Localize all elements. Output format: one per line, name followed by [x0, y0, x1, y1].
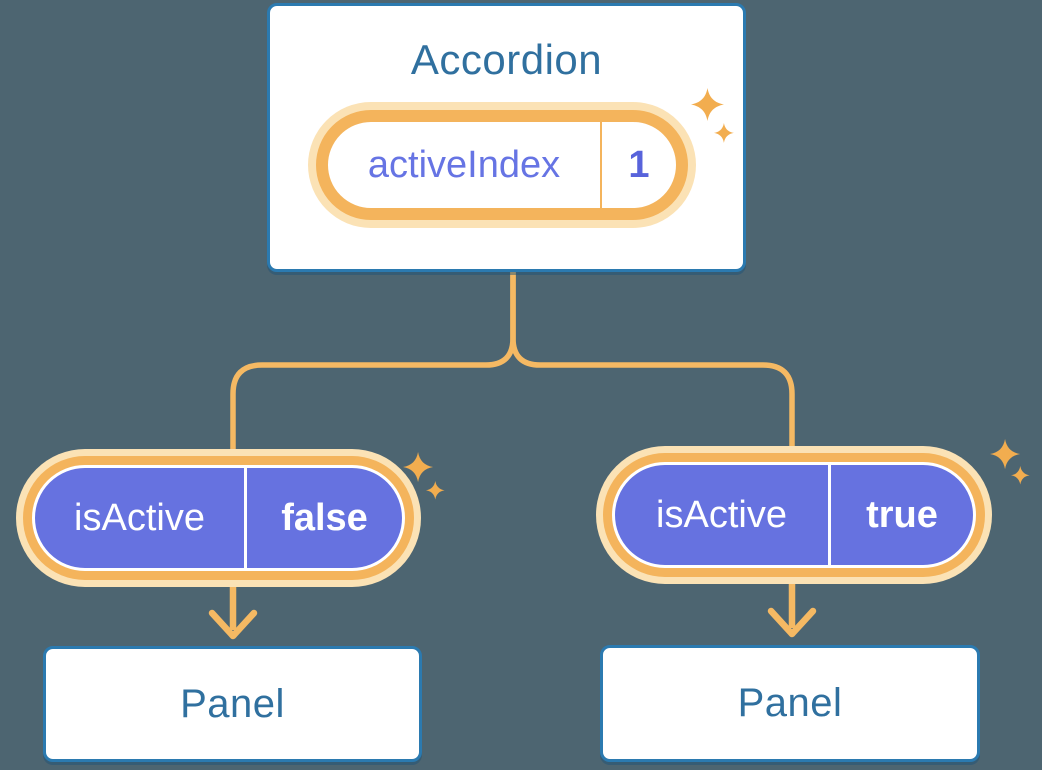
- panel-card-right: Panel: [600, 645, 980, 762]
- arrow-head-left: [208, 609, 258, 640]
- pill-divider: [244, 468, 247, 568]
- branch-line-right: [510, 270, 795, 466]
- sparkle-icon: [990, 439, 1030, 485]
- accordion-title: Accordion: [410, 36, 603, 83]
- pill-divider: [600, 122, 602, 208]
- arrow-head-right: [767, 607, 817, 638]
- prop-name-label: isActive: [74, 496, 205, 539]
- branch-line-left: [230, 270, 516, 468]
- prop-name-label: isActive: [656, 493, 787, 536]
- prop-value-label: false: [281, 496, 368, 539]
- prop-pill-isactive-true: isActive true: [612, 462, 976, 568]
- state-name-label: activeIndex: [367, 143, 561, 186]
- accordion-component-card: Accordion activeIndex 1: [267, 3, 746, 272]
- state-value-label: 1: [628, 143, 650, 186]
- state-pill: activeIndex 1: [316, 110, 688, 220]
- sparkle-icon: [403, 452, 445, 500]
- panel-card-left: Panel: [43, 646, 422, 762]
- prop-value-label: true: [866, 493, 938, 536]
- sparkle-icon: [691, 88, 734, 143]
- pill-divider: [828, 465, 831, 565]
- prop-pill-isactive-false: isActive false: [32, 465, 405, 571]
